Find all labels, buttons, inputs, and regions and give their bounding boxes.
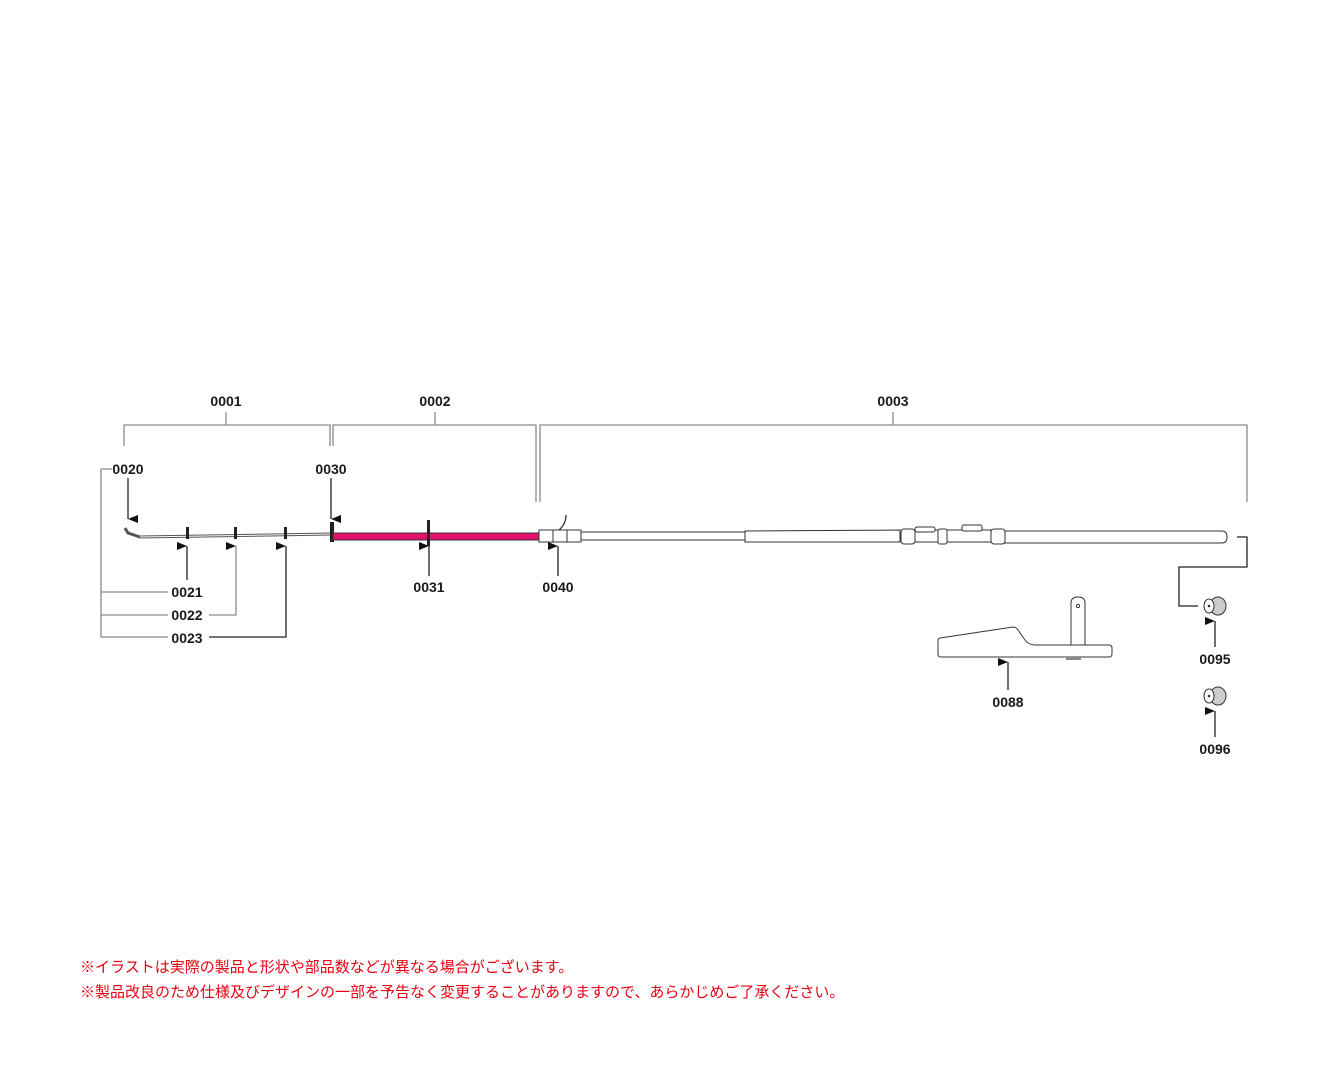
part-label-0020: 0020: [112, 461, 143, 477]
part-label-0031: 0031: [413, 579, 444, 595]
part-label-0095: 0095: [1199, 651, 1230, 667]
part-label-0023: 0023: [171, 630, 202, 646]
disclaimer-notes: ※イラストは実際の製品と形状や部品数などが異なる場合がございます。 ※製品改良の…: [80, 955, 844, 1005]
rod-tip-section: [123, 522, 334, 542]
rod-middle-section: [332, 520, 540, 546]
section-bracket-0001: 0001: [123, 393, 331, 446]
section-label-0002: 0002: [419, 393, 450, 409]
section-bracket-0002: 0002: [332, 393, 537, 502]
section-bracket-0003: 0003: [539, 393, 1248, 502]
part-label-0021: 0021: [171, 584, 202, 600]
part-label-0088: 0088: [992, 694, 1023, 710]
butt-cap-0095: [1203, 596, 1227, 616]
leader-caps: [1178, 536, 1248, 607]
section-label-0003: 0003: [877, 393, 908, 409]
section-label-0001: 0001: [210, 393, 241, 409]
part-label-0022: 0022: [171, 607, 202, 623]
reel-seat-0088: [937, 596, 1113, 660]
rod-butt-section: [538, 514, 1228, 545]
guide-0021: [186, 527, 189, 539]
part-label-0030: 0030: [315, 461, 346, 477]
guide-0023: [284, 527, 287, 539]
part-label-0096: 0096: [1199, 741, 1230, 757]
guide-0030: [330, 522, 334, 542]
note-spec-change: ※製品改良のため仕様及びデザインの一部を予告なく変更することがありますので、あら…: [80, 984, 845, 1001]
guide-0031: [427, 520, 430, 546]
butt-cap-0096: [1203, 686, 1227, 706]
note-illustration: ※イラストは実際の製品と形状や部品数などが異なる場合がございます。: [80, 959, 574, 976]
guide-0040: [558, 514, 567, 531]
guide-0022: [234, 527, 237, 539]
part-label-0040: 0040: [542, 579, 573, 595]
